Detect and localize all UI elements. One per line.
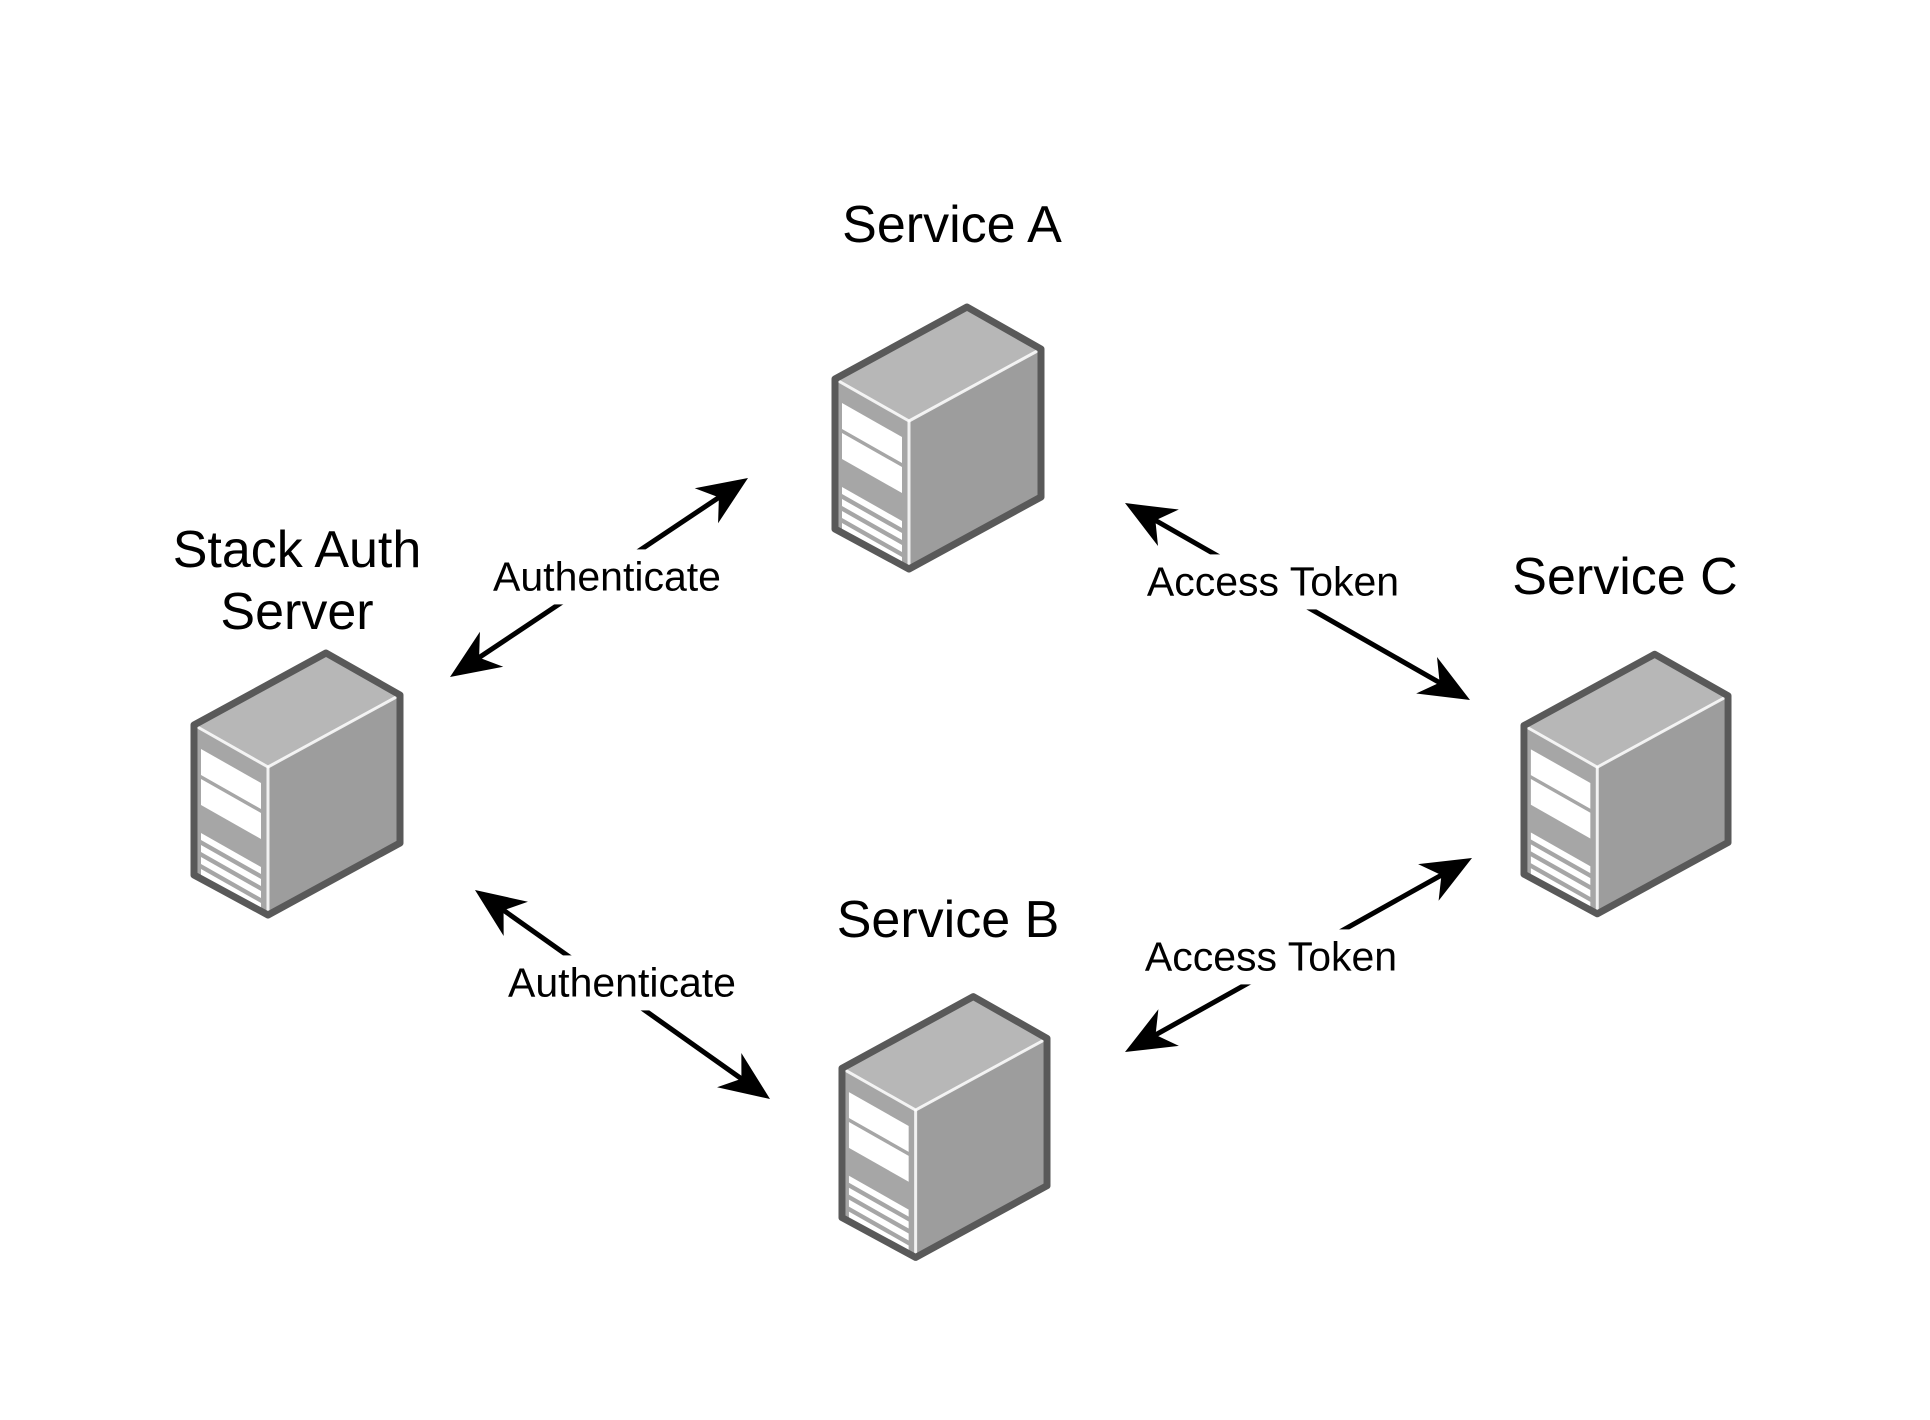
edge-label-authenticate-service-b: Authenticate xyxy=(496,955,748,1011)
server-icon-service-b xyxy=(837,992,1052,1262)
edge-label-access-token-service-a: Access Token xyxy=(1134,554,1412,610)
server-icon-service-c xyxy=(1519,648,1733,920)
stack-auth-label-line1: Stack Auth xyxy=(172,521,422,579)
server-icon-service-a xyxy=(830,302,1046,574)
stack-auth-label-line2: Server xyxy=(220,583,374,641)
node-label-service-b: Service B xyxy=(836,891,1060,949)
server-icon-stack-auth-server xyxy=(189,649,405,919)
edge-label-access-token-service-b: Access Token xyxy=(1132,929,1410,985)
node-label-stack-auth-server: Stack Auth Server xyxy=(173,519,422,643)
node-label-service-a: Service A xyxy=(842,196,1062,254)
edge-label-authenticate-service-a: Authenticate xyxy=(481,549,733,605)
node-label-service-c: Service C xyxy=(1512,548,1738,606)
